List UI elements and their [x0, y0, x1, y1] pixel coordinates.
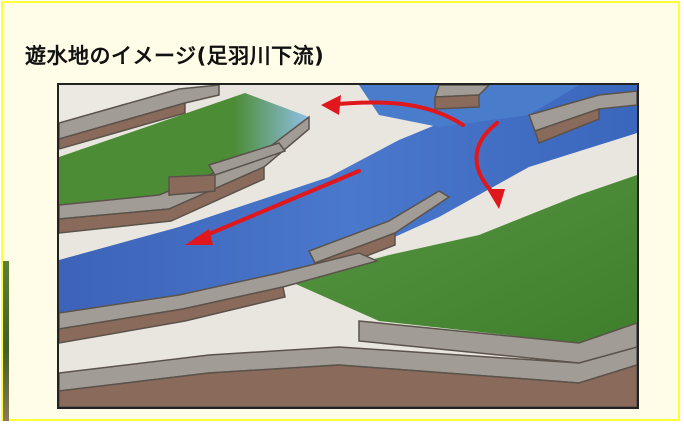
river-channel — [59, 85, 637, 313]
arrow-icon — [195, 169, 361, 241]
retention-field — [289, 175, 637, 343]
arrow-icon — [474, 121, 499, 197]
levees — [59, 85, 637, 407]
arrow-icon — [321, 95, 341, 115]
arrow-icon — [487, 189, 505, 209]
arrow-icon — [185, 229, 213, 245]
page-title: 遊水地のイメージ(足羽川下流) — [25, 44, 325, 68]
background-photo-edge — [3, 261, 9, 421]
flow-arrows — [185, 95, 505, 245]
upper-field — [59, 93, 309, 205]
arrow-icon — [325, 100, 465, 127]
retention-basin-illustration — [57, 83, 639, 409]
